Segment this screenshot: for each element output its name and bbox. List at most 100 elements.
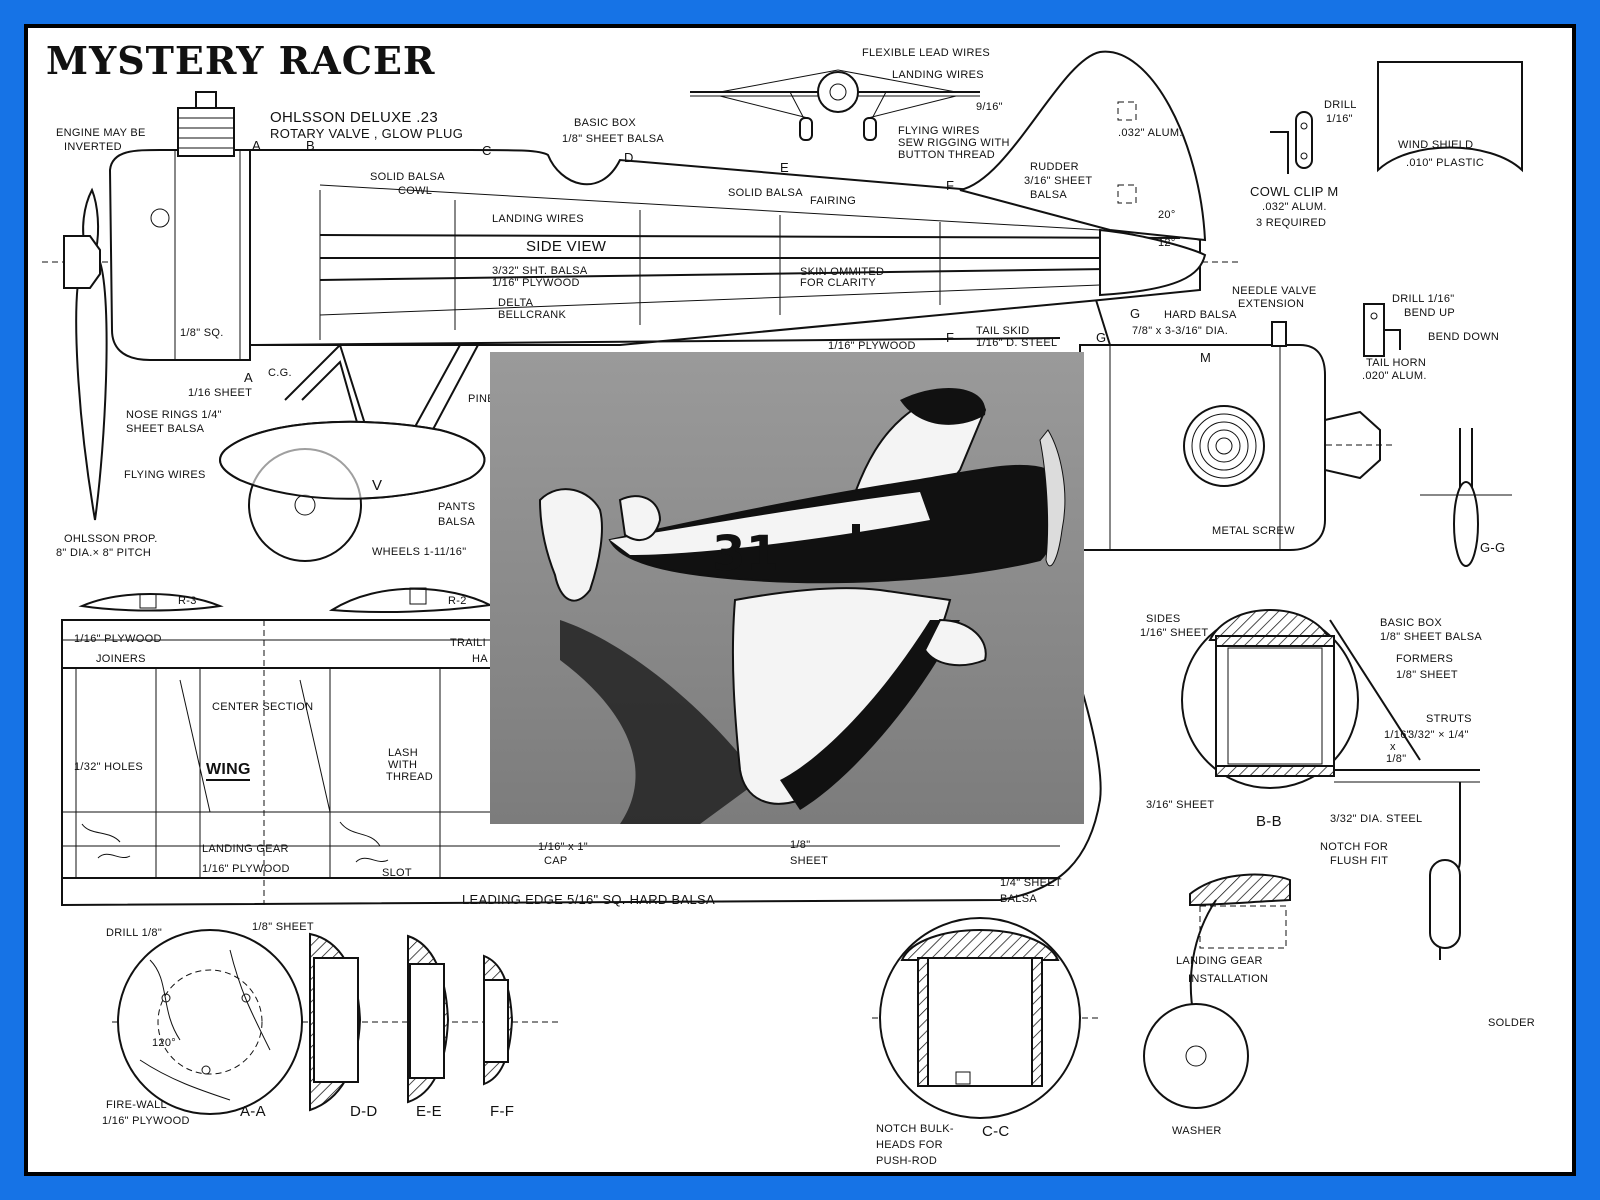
skin-omitted-label-2: FOR CLARITY xyxy=(800,277,876,289)
station-f-lower: F xyxy=(946,330,954,345)
nose-rings-label: NOSE RINGS 1/4" xyxy=(126,409,222,421)
cowl-clip-bend xyxy=(1270,131,1289,174)
fuselage-longeron-bottom xyxy=(319,267,1181,281)
section-c-c: NOTCH BULK- HEADS FOR PUSH-ROD C-C xyxy=(872,917,1100,1167)
tail-horn-material-label: .020" ALUM. xyxy=(1362,370,1427,382)
cap-label: CAP xyxy=(544,855,568,867)
slot-label: SLOT xyxy=(382,867,412,879)
struts-size-a: 1/16" xyxy=(1384,729,1411,741)
installation-label: INSTALLATION xyxy=(1188,973,1268,985)
solid-balsa-fairing-label-2: FAIRING xyxy=(810,195,856,207)
trailing-edge-label-2: HA xyxy=(472,653,488,665)
station-a-lower: A xyxy=(244,370,253,385)
pine-strut xyxy=(404,344,480,451)
basic-box-label: BASIC BOX xyxy=(574,117,636,129)
plane-tail-fin xyxy=(538,488,603,602)
landing-wires-label: LANDING WIRES xyxy=(492,213,584,225)
engine-cooling-fins xyxy=(1183,405,1265,487)
tail-horn-part xyxy=(1363,303,1385,357)
section-b-b-label: B-B xyxy=(1256,813,1282,830)
cowl-clip-part xyxy=(1295,111,1313,169)
mini-dimension-label: 9/16" xyxy=(976,101,1003,113)
mini-sew-rigging-label: SEW RIGGING WITH xyxy=(898,137,1010,149)
push-rod-label: PUSH-ROD xyxy=(876,1155,937,1167)
firewall-plywood-label: 1/16" PLYWOOD xyxy=(102,1115,190,1127)
alum-label: .032" ALUM. xyxy=(1118,127,1183,139)
basic-box-label-2: 1/8" SHEET BALSA xyxy=(562,133,664,145)
rudder-size-label: 3/16" SHEET xyxy=(1024,175,1092,187)
cap-size-label: 1/16" x 1" xyxy=(538,841,588,853)
flexible-wires-label: FLEXIBLE LEAD WIRES xyxy=(862,47,990,59)
cowl-clip-qty-label: 3 REQUIRED xyxy=(1256,217,1326,229)
prop-size-label: 8" DIA.× 8" PITCH xyxy=(56,547,151,559)
holes-label: 1/32" HOLES xyxy=(74,761,143,773)
tail-horn-detail: DRILL 1/16" BEND UP BEND DOWN TAIL HORN … xyxy=(1362,293,1499,382)
rib-r2 xyxy=(328,587,494,614)
landing-gear-installation: LANDING GEAR INSTALLATION WASHER xyxy=(1143,873,1291,1137)
pine-label: PINE xyxy=(468,393,495,405)
wing-sheet-size-label: 1/8" xyxy=(790,839,810,851)
section-c-c-box xyxy=(917,957,1043,1087)
washer-label: WASHER xyxy=(1172,1125,1222,1137)
engine-cylinder-head xyxy=(177,107,235,157)
sides-sheet-label: 1/16" SHEET xyxy=(1140,627,1208,639)
side-view-labels: OHLSSON DELUXE .23 ROTARY VALVE , GLOW P… xyxy=(56,109,1183,559)
solid-balsa-cowl-label-2: COWL xyxy=(398,185,432,197)
plywood-label: 1/16" PLYWOOD xyxy=(492,277,580,289)
station-b: B xyxy=(306,138,315,153)
fuselage-stripe xyxy=(610,492,930,555)
section-e-e-label: E-E xyxy=(416,1103,442,1120)
bb-basic-box-size-label: 1/8" SHEET BALSA xyxy=(1380,631,1482,643)
front-prop-hub xyxy=(1324,410,1381,480)
sections-sheet-label: 1/8" SHEET xyxy=(252,921,314,933)
cowl-clip-label: COWL CLIP M xyxy=(1250,184,1339,199)
struts-size-x: x xyxy=(1390,741,1396,753)
firewall-label: FIRE-WALL xyxy=(106,1099,167,1111)
bend-up-label: BEND UP xyxy=(1404,307,1455,319)
clip-drill-label: DRILL xyxy=(1324,99,1357,111)
rib-r3 xyxy=(78,593,224,612)
gg-label: G-G xyxy=(1480,540,1505,555)
wing-lg-plywood-label: 1/16" PLYWOOD xyxy=(202,863,290,875)
needle-valve xyxy=(1271,321,1287,347)
station-e: E xyxy=(780,160,789,175)
firewall-a-a xyxy=(117,929,303,1115)
plywood-lower-label: 1/16" PLYWOOD xyxy=(828,340,916,352)
mini-button-thread-label: BUTTON THREAD xyxy=(898,149,995,161)
plane-shadow xyxy=(560,620,760,824)
center-section-label: CENTER SECTION xyxy=(212,701,313,713)
rudder-balsa-label: BALSA xyxy=(1030,189,1067,201)
cg-label: C.G. xyxy=(268,367,292,379)
notch-flush-label: NOTCH FOR xyxy=(1320,841,1388,853)
prop-label: OHLSSON PROP. xyxy=(64,533,158,545)
skin-omitted-label: SKIN OMMITED xyxy=(800,266,884,278)
bend-down-label: BEND DOWN xyxy=(1428,331,1499,343)
trailing-edge-label: TRAILI xyxy=(450,637,486,649)
station-g: G xyxy=(1130,306,1140,321)
tail-horn-label: TAIL HORN xyxy=(1366,357,1426,369)
rib-r2-label: R-2 xyxy=(448,595,467,607)
tail-rudder-lower xyxy=(1099,228,1207,297)
tail-skid-size-label: 1/16" D. STEEL xyxy=(976,337,1057,349)
formers-sheet-label: 1/8" SHEET xyxy=(1396,669,1458,681)
engine-label: OHLSSON DELUXE .23 xyxy=(270,109,438,126)
station-g-lower: G xyxy=(1096,330,1106,345)
wind-shield xyxy=(1377,61,1523,173)
section-b-b: SIDES 1/16" SHEET BASIC BOX 1/8" SHEET B… xyxy=(1140,609,1535,1029)
angle-20-label: 20° xyxy=(1158,209,1176,221)
gear-wheel-front xyxy=(1429,859,1461,949)
quarter-sheet-label: 1/4" SHEET xyxy=(1000,877,1062,889)
wind-shield-detail: WIND SHIELD .010" PLASTIC xyxy=(1377,61,1523,173)
front-mini-view: FLEXIBLE LEAD WIRES LANDING WIRES 9/16" … xyxy=(690,47,1010,161)
wing-plywood-label: 1/16" PLYWOOD xyxy=(74,633,162,645)
bb-sheet-label: 3/16" SHEET xyxy=(1146,799,1214,811)
landing-gear-label: LANDING GEAR xyxy=(1176,955,1263,967)
model-photo: 31 xyxy=(490,352,1084,824)
lg-wing-section xyxy=(1189,873,1291,907)
rudder-label: RUDDER xyxy=(1030,161,1079,173)
section-b-b-box xyxy=(1215,635,1335,777)
nose-rings-label-2: SHEET BALSA xyxy=(126,423,205,435)
metal-screw-label: METAL SCREW xyxy=(1212,525,1295,537)
cowl-clip-material-label: .032" ALUM. xyxy=(1262,201,1327,213)
square-stock-label: 1/8" SQ. xyxy=(180,327,224,339)
